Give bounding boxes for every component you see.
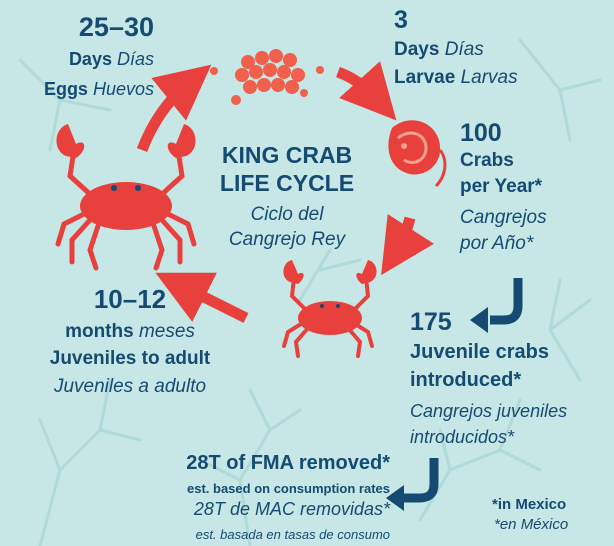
months-stage-label: Juveniles to adult [10, 349, 250, 368]
juveniles-label-2: introduced* [410, 370, 521, 390]
fma-removed-sub: est. based on consumption rates [60, 482, 390, 495]
eggs-stage-label: Eggs Huevos [0, 80, 154, 98]
footnote-english: *in Mexico [492, 497, 566, 512]
larvae-days-number: 3 [394, 8, 408, 33]
larvae-stage-label: Larvae Larvas [394, 68, 518, 87]
fma-removed-spanish-sub: est. basada en tasas de consumo [60, 528, 390, 541]
crabs-per-year-spanish-2: por Año* [460, 234, 533, 253]
juveniles-spanish-2: introducidos* [410, 428, 514, 446]
juveniles-spanish-1: Cangrejos juveniles [410, 402, 567, 420]
eggs-days-range: 25–30 [30, 14, 154, 41]
eggs-days-label: Days Días [10, 50, 154, 68]
months-stage-spanish: Juveniles a adulto [10, 377, 250, 396]
title-line-2: LIFE CYCLE [212, 172, 362, 195]
fma-removed-label: 28T of FMA removed* [60, 453, 390, 473]
crabs-per-year-label-1: Crabs [460, 151, 514, 170]
title-line-1: KING CRAB [212, 144, 362, 167]
footnote-spanish: *en México [494, 517, 568, 532]
title-spanish-2: Cangrejo Rey [212, 230, 362, 249]
larvae-days-label: Days Días [394, 40, 484, 59]
fma-removed-spanish: 28T de MAC removidas* [60, 500, 390, 518]
crabs-per-year-number: 100 [460, 121, 502, 146]
title-spanish-1: Ciclo del [212, 205, 362, 224]
crabs-per-year-label-2: per Year* [460, 177, 542, 196]
months-range: 10–12 [10, 286, 250, 312]
months-label: months meses [10, 322, 250, 341]
juveniles-number: 175 [410, 310, 452, 335]
crabs-per-year-spanish-1: Cangrejos [460, 208, 547, 227]
juveniles-label-1: Juvenile crabs [410, 342, 549, 362]
